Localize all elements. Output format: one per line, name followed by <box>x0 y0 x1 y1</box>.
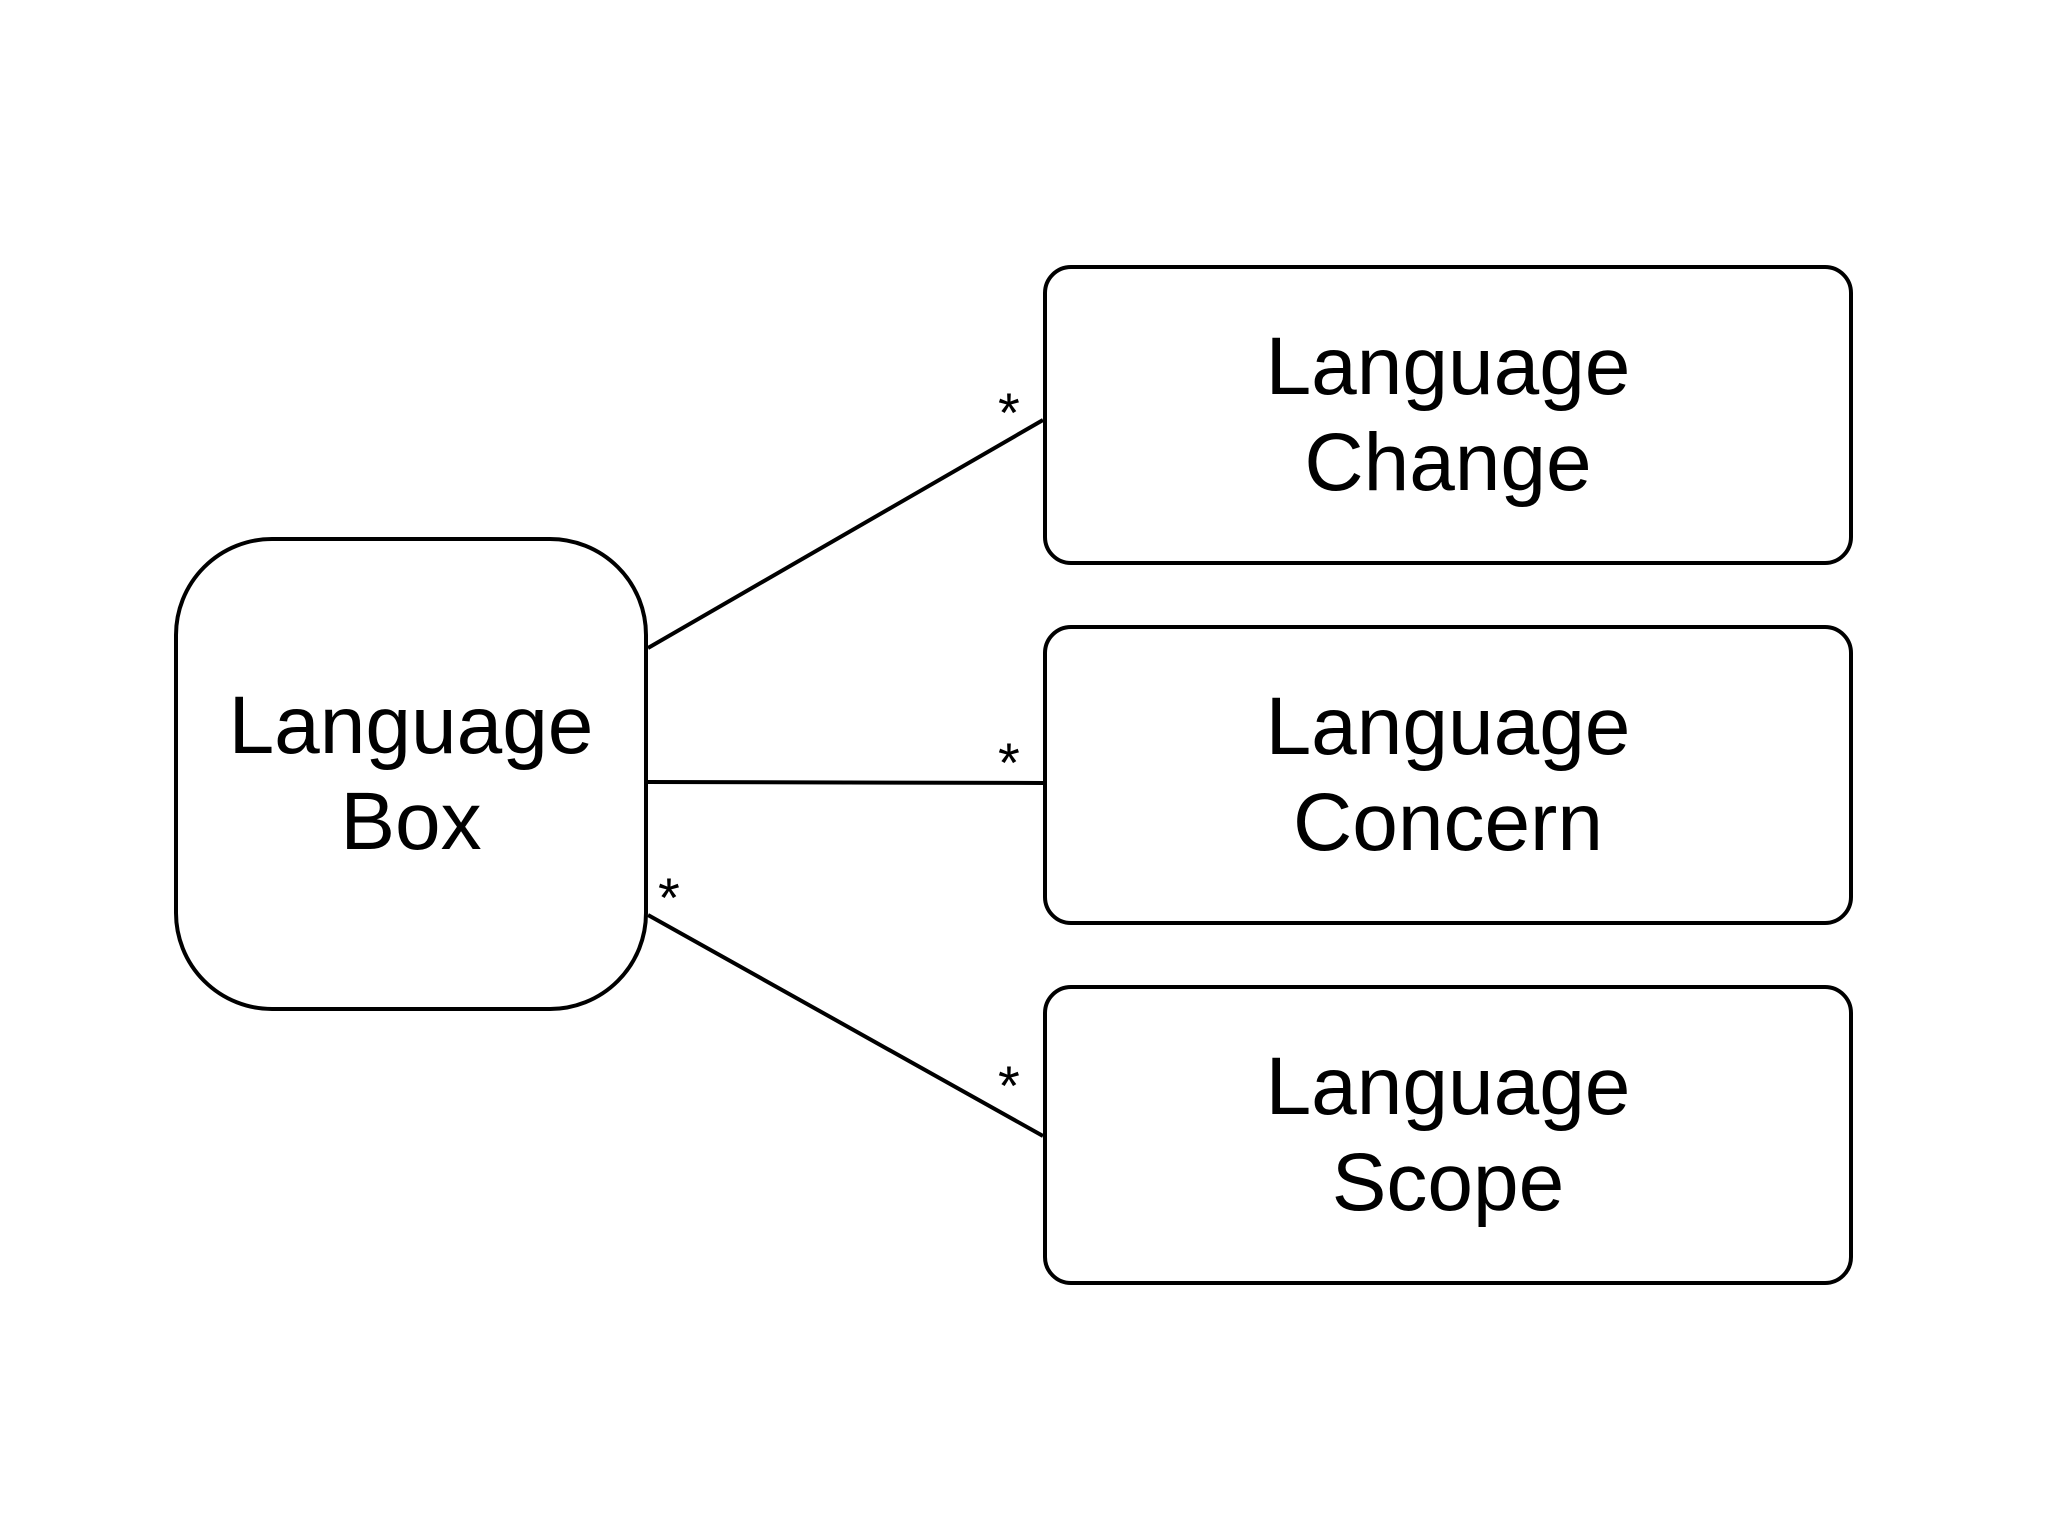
node-language-change-label: Language Change <box>1265 321 1631 508</box>
node-language-change[interactable]: Language Change <box>1043 265 1853 565</box>
edge-box-to-change <box>647 418 1044 650</box>
edge-box-to-scope <box>647 913 1044 1138</box>
node-language-scope-label: Language Scope <box>1265 1041 1631 1228</box>
node-language-concern[interactable]: Language Concern <box>1043 625 1853 925</box>
multiplicity-scope-target: * <box>998 1054 1020 1117</box>
node-language-box-label: Language Box <box>228 680 594 867</box>
multiplicity-change: * <box>998 381 1020 444</box>
multiplicity-concern: * <box>998 731 1020 794</box>
node-language-box[interactable]: Language Box <box>174 537 648 1011</box>
multiplicity-scope-source: * <box>658 866 680 929</box>
node-language-concern-label: Language Concern <box>1265 681 1631 868</box>
node-language-scope[interactable]: Language Scope <box>1043 985 1853 1285</box>
edge-box-to-concern <box>647 780 1044 785</box>
